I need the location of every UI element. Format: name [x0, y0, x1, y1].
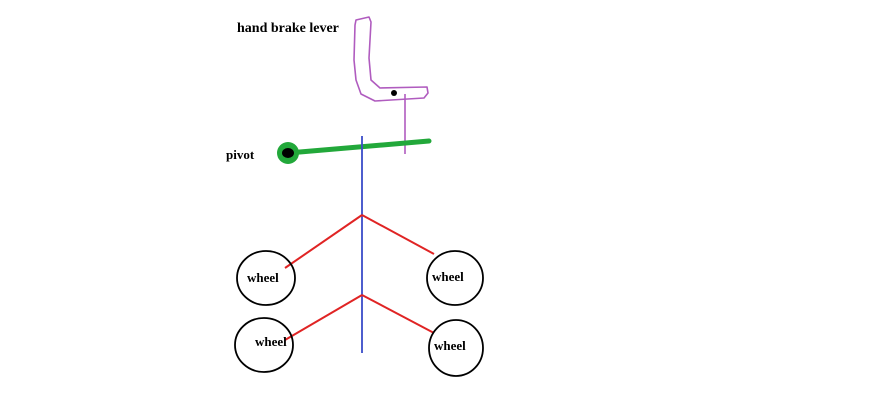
pivot-arm — [285, 138, 432, 156]
wheel-label-front-right: wheel — [432, 269, 464, 284]
pivot-label: pivot — [226, 147, 255, 162]
wheel-label-front-left: wheel — [247, 270, 279, 285]
brake-link-front-right — [361, 214, 435, 255]
hand-brake-lever — [353, 16, 429, 102]
lever-attachment-dot — [391, 90, 397, 96]
wheel-label-rear-left: wheel — [255, 334, 287, 349]
brake-link-rear-left — [284, 294, 363, 341]
wheel-front-right — [426, 250, 484, 306]
wheel-rear-right — [428, 319, 484, 377]
hand-brake-lever-label: hand brake lever — [237, 21, 339, 36]
brake-link-front-left — [284, 214, 363, 269]
wheel-label-rear-right: wheel — [434, 338, 466, 353]
wheel-rear-left — [234, 317, 294, 373]
wheel-front-left — [236, 250, 296, 306]
brake-link-rear-right — [361, 294, 435, 334]
pivot-pin — [282, 148, 294, 158]
